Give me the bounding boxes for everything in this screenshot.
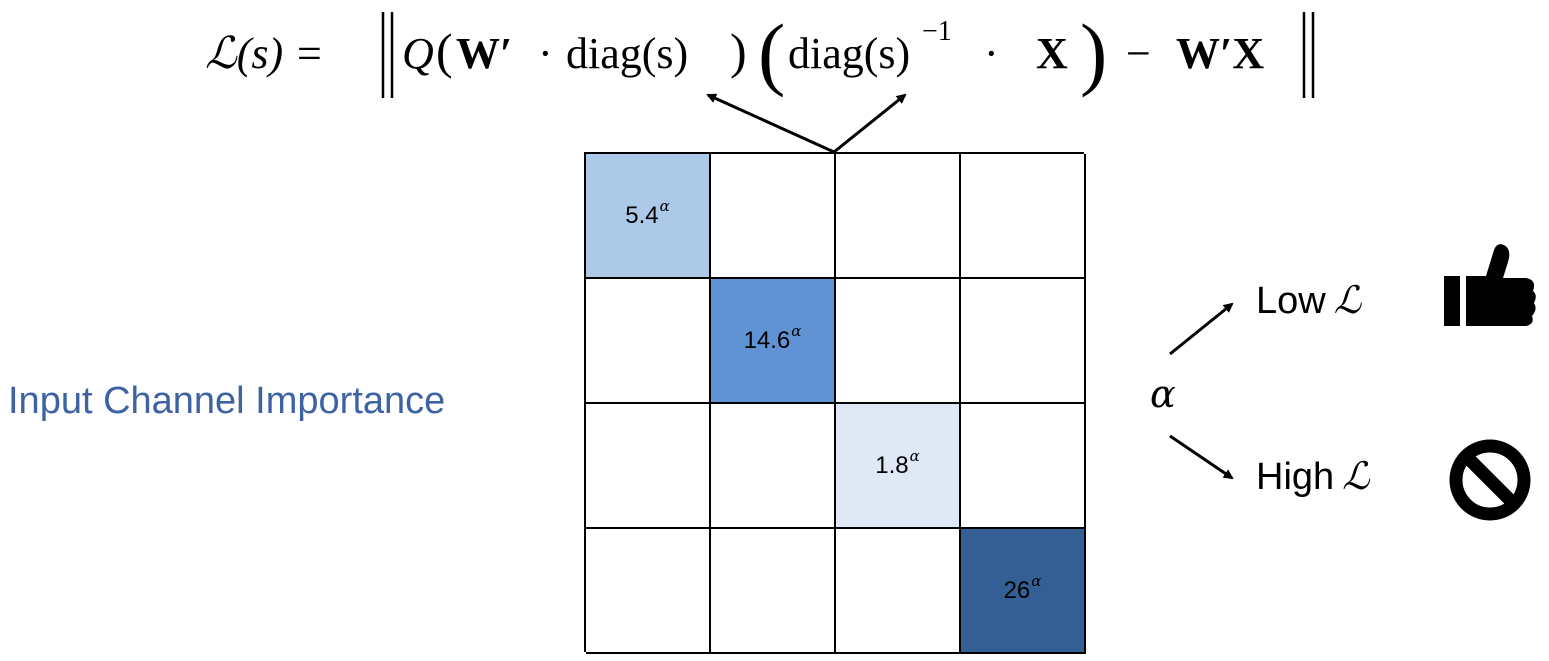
empty-cell: [711, 154, 836, 279]
alpha-symbol: α: [1150, 372, 1176, 416]
importance-value: 26: [1003, 576, 1031, 604]
prohibited-icon: [1449, 439, 1531, 521]
empty-cell: [961, 404, 1086, 529]
formula-lhs: ℒ(s) =: [205, 29, 324, 78]
input-channel-importance-label: Input Channel Importance: [8, 380, 446, 422]
importance-value: 14.6: [743, 326, 791, 354]
formula-diag-s-inv: diag(s): [788, 29, 910, 78]
low-loss-text: Low: [1256, 280, 1326, 322]
formula-dot: ·: [538, 29, 553, 78]
empty-cell: [836, 154, 961, 279]
thumbs-up-icon: [1444, 244, 1536, 326]
formula-paren-close: ): [730, 23, 747, 79]
importance-value: 5.4: [625, 201, 659, 229]
empty-cell: [711, 404, 836, 529]
formula-dot-2: ·: [984, 29, 999, 78]
importance-exponent: α: [659, 196, 670, 215]
low-loss-symbol: ℒ: [1333, 278, 1362, 322]
formula-paren-open: (: [436, 23, 453, 79]
importance-exponent: α: [791, 321, 802, 340]
importance-exponent: α: [909, 446, 920, 465]
empty-cell: [961, 154, 1086, 279]
formula-minus: −: [1126, 29, 1151, 78]
formula-inverse: −1: [922, 16, 952, 47]
loss-formula: ℒ(s) = Q ( W′ · diag(s) ) ( diag(s) −1 ·…: [205, 7, 1315, 98]
importance-value: 1.8: [875, 451, 909, 479]
high-loss-text: High: [1256, 456, 1335, 498]
empty-cell: [961, 279, 1086, 404]
arrow-to-high: [1169, 434, 1234, 480]
formula-x: X: [1036, 29, 1068, 78]
empty-cell: [586, 279, 711, 404]
empty-cell: [711, 529, 836, 654]
empty-cell: [586, 404, 711, 529]
formula-w-prime: W′: [456, 29, 512, 78]
arrow-to-low: [1169, 302, 1234, 356]
formula-big-paren-close: ): [1080, 7, 1107, 98]
formula-diag-s: diag(s): [566, 29, 688, 78]
empty-cell: [836, 279, 961, 404]
formula-big-paren-open: (: [758, 7, 785, 98]
importance-exponent: α: [1031, 571, 1042, 590]
formula-q: Q: [402, 29, 434, 78]
arrow-to-activation-term: [833, 93, 907, 154]
empty-cell: [836, 529, 961, 654]
formula-wx: W′X: [1176, 29, 1264, 78]
arrow-to-weight-term: [706, 93, 835, 154]
high-loss-symbol: ℒ: [1342, 454, 1370, 498]
empty-cell: [586, 529, 711, 654]
